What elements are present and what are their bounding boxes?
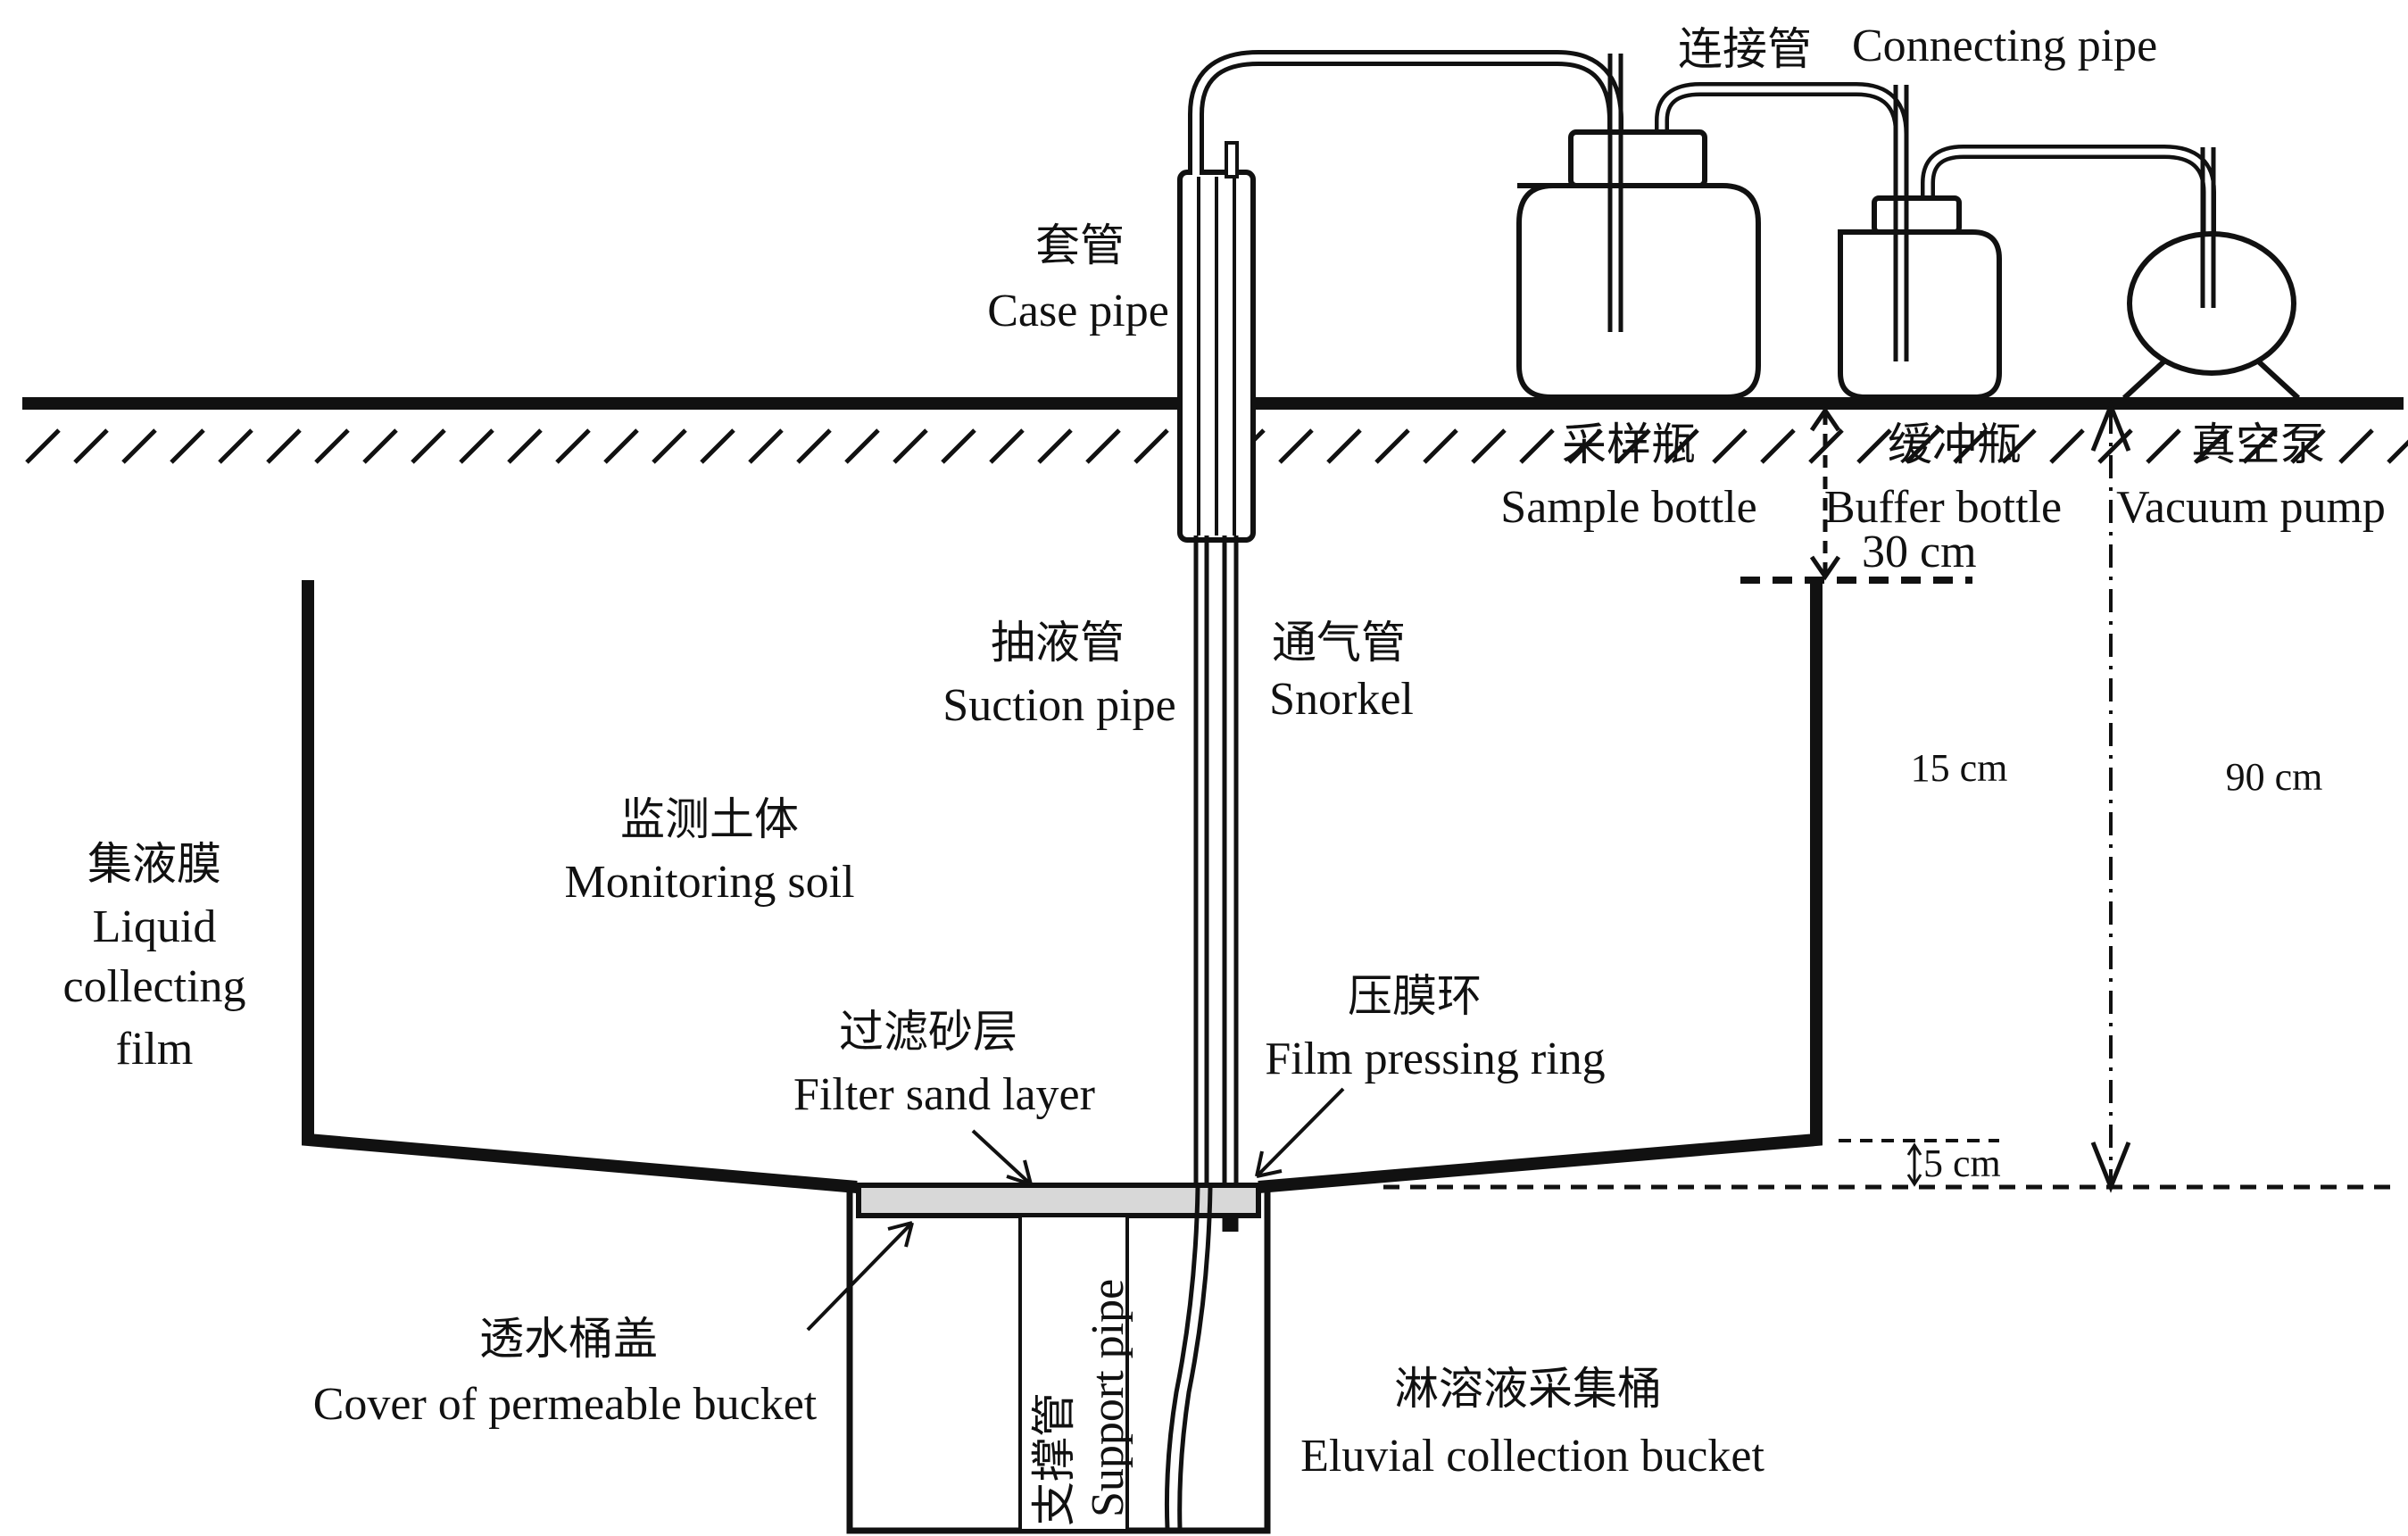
buffer-bottle-en: Buffer bottle — [1824, 482, 2062, 533]
ground-hatch-mark — [1085, 428, 1121, 464]
ground-hatch-mark — [652, 428, 687, 464]
ground-hatch-mark — [170, 428, 205, 464]
ground-hatch-mark — [73, 428, 109, 464]
support-pipe — [1018, 1214, 1129, 1532]
film-pressing-ring-cn: 压膜环 — [1348, 970, 1482, 1022]
ground-hatch-mark — [218, 428, 253, 464]
ground-hatch-mark — [411, 428, 446, 464]
suction-pipe-cn: 抽液管 — [991, 617, 1125, 668]
sample-bottle — [1516, 54, 1761, 400]
snorkel-pipe — [1222, 536, 1239, 1232]
support-pipe-cn: 支撑管 — [1028, 1392, 1080, 1526]
liquid-collecting-film-en-3: film — [116, 1024, 194, 1075]
snorkel-top — [1225, 141, 1239, 179]
buffer-bottle-cn: 缓冲瓶 — [1888, 419, 2022, 470]
ground-hatch-mark — [844, 428, 880, 464]
ground-hatch-mark — [700, 428, 735, 464]
suction-pipe-en: Suction pipe — [942, 680, 1175, 731]
ground-hatch-mark — [2194, 428, 2229, 464]
vacuum-pump-en: Vacuum pump — [2116, 482, 2386, 533]
ground-hatch-mark — [266, 428, 302, 464]
ground-hatch-mark — [1712, 428, 1748, 464]
ground-hatch-mark — [748, 428, 784, 464]
film-pressing-ring-en: Film pressing ring — [1265, 1034, 1605, 1084]
ground-hatch-mark — [1471, 428, 1507, 464]
ground-hatch-mark — [1664, 428, 1699, 464]
ground-hatch-mark — [121, 428, 157, 464]
ground-hatch-mark — [25, 428, 61, 464]
ground-hatch-mark — [459, 428, 494, 464]
ground-hatch-mark — [941, 428, 976, 464]
ground-hatch-mark — [1905, 428, 1940, 464]
ground-hatch-mark — [2290, 428, 2326, 464]
ground-hatch-mark — [1567, 428, 1603, 464]
monitoring-soil-en: Monitoring soil — [564, 857, 854, 908]
ground-hatch-mark — [893, 428, 928, 464]
depth-5-label: 5 cm — [1923, 1142, 2001, 1185]
permeable-bucket-cover-cn: 透水桶盖 — [479, 1313, 658, 1365]
depth-15-label: 15 cm — [1911, 746, 2008, 790]
ground-hatch-mark — [2338, 428, 2374, 464]
liquid-collecting-film-en-2: collecting — [62, 961, 245, 1012]
snorkel-en: Snorkel — [1269, 674, 1414, 725]
monitoring-soil-cn: 监测土体 — [620, 793, 799, 845]
connecting-pipe-en: Connecting pipe — [1852, 21, 2157, 71]
ground-hatch-mark — [362, 428, 398, 464]
ground-hatch-mark — [2146, 428, 2181, 464]
ground-hatch-mark — [2097, 428, 2133, 464]
ground-hatch-mark — [1374, 428, 1410, 464]
liquid-collecting-film — [302, 580, 1823, 1193]
ground-hatch-mark — [2387, 439, 2408, 464]
ground-hatch-mark — [555, 428, 591, 464]
ground-hatch-mark — [1326, 428, 1362, 464]
case-pipe — [1177, 170, 1256, 543]
ground-hatch-mark — [603, 428, 639, 464]
snorkel-cn: 通气管 — [1272, 617, 1406, 668]
ground-hatch-mark — [796, 428, 832, 464]
ground-hatch-mark — [1037, 428, 1073, 464]
permeable-bucket-cover-en: Cover of permeable bucket — [313, 1379, 818, 1430]
ground-hatch-mark — [1278, 428, 1314, 464]
filter-sand-layer-cn: 过滤砂层 — [839, 1006, 1017, 1058]
leader-arrows — [806, 1087, 1345, 1332]
sample-bottle-en: Sample bottle — [1500, 482, 1756, 533]
eluvial-collection-bucket-cn: 淋溶液采集桶 — [1394, 1363, 1662, 1415]
depth-90-label: 90 cm — [2226, 755, 2323, 799]
ground-hatch-mark — [1615, 428, 1651, 464]
ground-hatch-mark — [1133, 428, 1169, 464]
vacuum-pump — [2122, 147, 2301, 401]
ground-hatch-mark — [507, 428, 543, 464]
case-pipe-en: Case pipe — [987, 286, 1169, 336]
ground-hatch-mark — [314, 428, 350, 464]
vacuum-pump-cn: 真空泵 — [2191, 419, 2325, 470]
ground-hatch-mark — [1760, 428, 1796, 464]
ground-hatch-mark — [2001, 428, 2037, 464]
ground-hatch-mark — [989, 428, 1025, 464]
ground-hatch-mark — [1423, 428, 1458, 464]
buffer-bottle — [1838, 85, 2002, 400]
ground-hatch-mark — [1519, 428, 1555, 464]
liquid-collecting-film-en-1: Liquid — [93, 901, 217, 952]
depth-30-label: 30 cm — [1862, 527, 1977, 577]
connecting-pipe-cn: 连接管 — [1678, 23, 1812, 75]
filter-sand-layer-en: Filter sand layer — [793, 1069, 1095, 1120]
sample-bottle-cn: 采样瓶 — [1562, 419, 1696, 470]
ground-hatch-mark — [1953, 428, 1989, 464]
suction-pipe — [1193, 536, 1209, 1187]
case-pipe-cn: 套管 — [1035, 220, 1125, 271]
ground-hatch-mark — [1856, 428, 1892, 464]
ground-hatch-mark — [2242, 428, 2278, 464]
suction-hose — [1164, 1186, 1213, 1530]
ground-hatch-mark — [2049, 428, 2085, 464]
dimension-lines — [1383, 400, 2401, 1193]
support-pipe-en: Support pipe — [1083, 1279, 1133, 1517]
labels: 连接管 Connecting pipe 套管 Case pipe 采样瓶 Sam… — [62, 21, 2385, 1526]
eluvial-collection-bucket-en: Eluvial collection bucket — [1300, 1431, 1764, 1482]
liquid-collecting-film-cn: 集液膜 — [87, 838, 221, 890]
